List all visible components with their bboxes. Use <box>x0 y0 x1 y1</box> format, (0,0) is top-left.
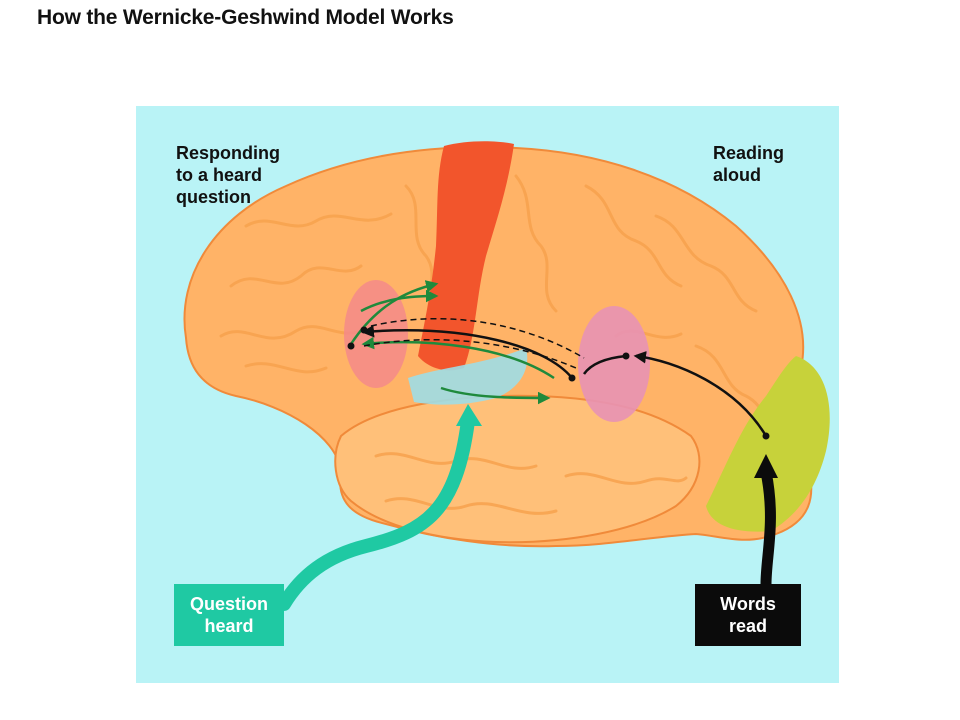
broca-area-region <box>344 280 408 388</box>
node-broca <box>347 342 355 350</box>
label-responding: Responding to a heard question <box>176 143 280 207</box>
node-motor <box>360 326 368 334</box>
brain-icon <box>183 146 813 548</box>
dashed-pathways <box>363 317 585 369</box>
angular-gyrus-region <box>578 306 650 422</box>
words-read-box: Words read <box>695 584 801 646</box>
diagram-panel: Responding to a heard question Reading a… <box>136 106 839 683</box>
question-heard-box: Question heard <box>174 584 284 646</box>
brain-diagram <box>183 141 830 611</box>
connection-arrows <box>361 324 768 437</box>
teal-arrow-icon <box>277 404 482 611</box>
motor-cortex-region <box>418 141 514 371</box>
label-reading-aloud: Reading aloud <box>713 143 785 185</box>
node-angular <box>622 352 630 360</box>
node-wernicke <box>568 374 576 382</box>
node-visual <box>762 432 770 440</box>
page-title: How the Wernicke-Geshwind Model Works <box>37 6 454 29</box>
wernicke-area-region <box>408 348 528 405</box>
black-arrow-icon <box>754 454 778 590</box>
visual-cortex-region <box>706 356 830 532</box>
